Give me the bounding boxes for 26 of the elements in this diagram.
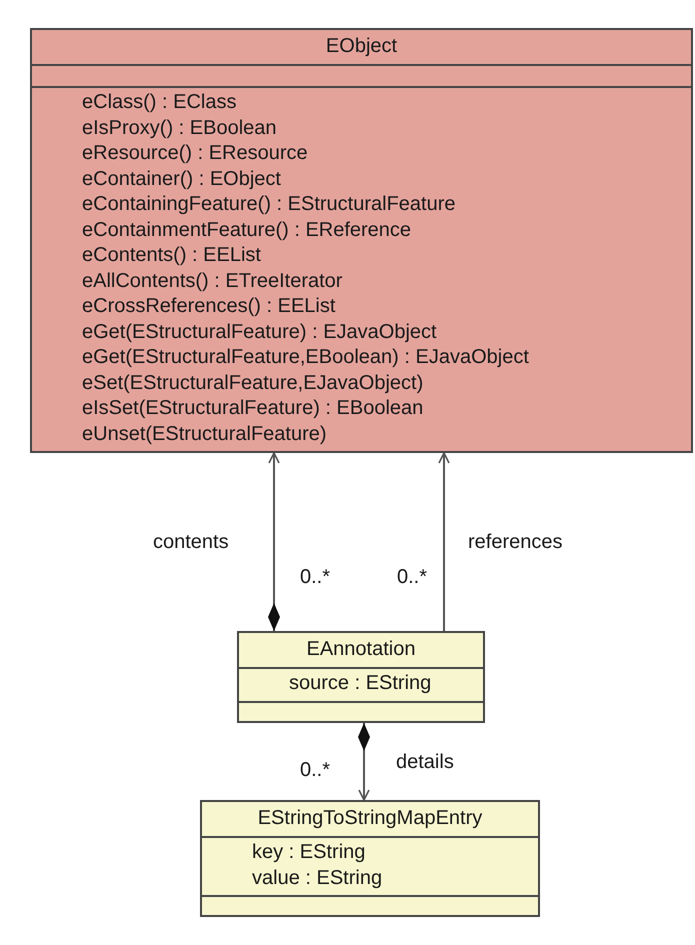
class-box (30, 28, 693, 453)
method-text: eGet(EStructuralFeature) : EJavaObject (82, 320, 437, 344)
method-text: eContainer() : EObject (82, 166, 281, 192)
method-text: eResource() : EResource (82, 141, 308, 166)
method-text: eContainmentFeature() : EReference (82, 218, 412, 242)
method-text: eContainingFeature() : EStructuralFeature (82, 192, 456, 217)
class-name: EAnnotation (306, 637, 416, 662)
association-arrow (438, 452, 450, 631)
composition-arrow (268, 452, 280, 631)
class-name: EObject (324, 34, 398, 59)
method-text: eIsSet(EStructuralFeature) : EBoolean (82, 396, 424, 421)
method-text: eCrossReferences() : EEList (82, 294, 336, 319)
method-text: eGet(EStructuralFeature,EBoolean) : EJavaObject (82, 345, 529, 370)
attribute-text: key : EString (252, 840, 366, 865)
method-text: eUnset(EStructuralFeature) (82, 422, 327, 446)
composition-arrow (358, 723, 370, 801)
method-text: eContents() : EEList (82, 243, 261, 268)
class-box (237, 631, 485, 722)
method-text: eAllContents() : ETreeIterator (82, 268, 342, 294)
method-text: eClass() : EClass (82, 90, 236, 115)
class-name: EStringToStringMapEntry (256, 806, 484, 831)
method-text: eIsProxy() : EBoolean (82, 116, 277, 140)
method-text: eSet(EStructuralFeature,EJavaObject) (82, 370, 424, 396)
attribute-text: value : EString (252, 866, 382, 890)
class-box (200, 800, 540, 917)
attribute-text: source : EString (289, 671, 432, 696)
